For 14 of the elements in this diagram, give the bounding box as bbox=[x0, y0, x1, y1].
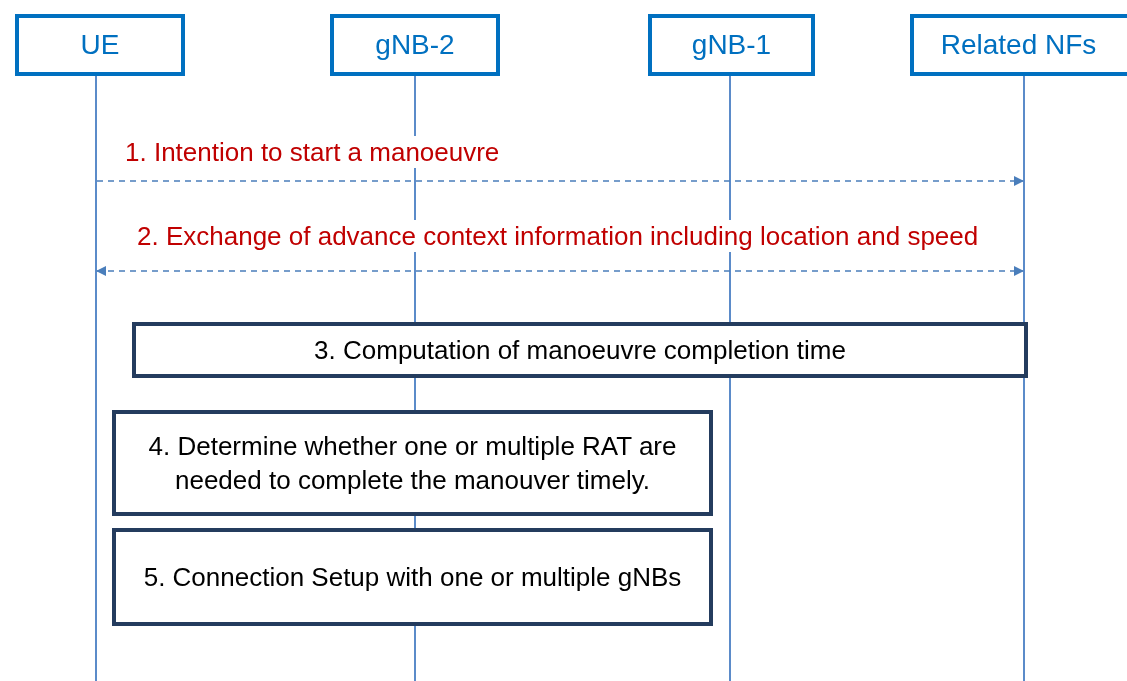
participant-box: Related NFs bbox=[910, 14, 1127, 76]
process-box: 4. Determine whether one or multiple RAT are needed to complete the manouver timely. bbox=[112, 410, 713, 516]
edge-label: 2. Exchange of advance context information including location and speed bbox=[137, 220, 979, 252]
participant-box: gNB-2 bbox=[330, 14, 500, 76]
edge-label: 1. Intention to start a manoeuvre bbox=[125, 136, 500, 168]
participant-box: gNB-1 bbox=[648, 14, 815, 76]
message-arrow bbox=[96, 176, 1024, 186]
message-arrow bbox=[96, 266, 1024, 276]
lifeline bbox=[95, 76, 97, 681]
lifeline bbox=[1023, 76, 1025, 681]
process-box: 3. Computation of manoeuvre completion time bbox=[132, 322, 1028, 378]
process-box: 5. Connection Setup with one or multiple gNBs bbox=[112, 528, 713, 626]
lifeline bbox=[729, 76, 731, 681]
participant-box: UE bbox=[15, 14, 185, 76]
